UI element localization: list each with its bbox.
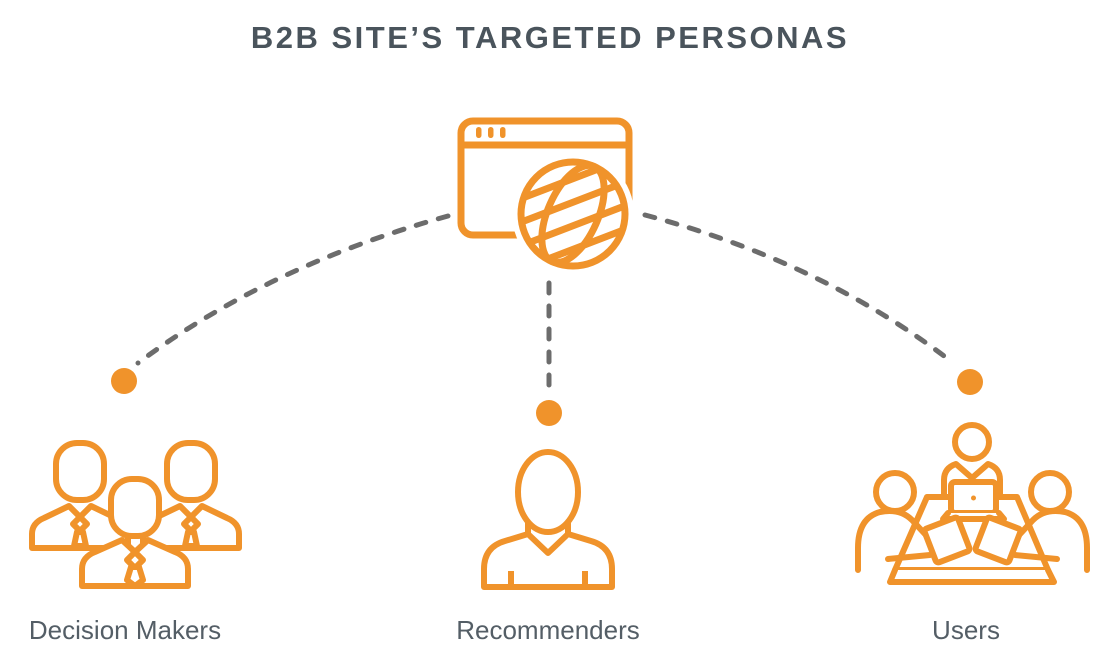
- globe-icon: [517, 158, 629, 270]
- page-title: B2B SITE’S TARGETED PERSONAS: [250, 20, 850, 55]
- businessman-front: [79, 476, 191, 589]
- user-left: [855, 470, 973, 573]
- person-bust-icon: [478, 448, 618, 590]
- laptop-icon: [940, 479, 1007, 522]
- website-browser-globe-icon: [450, 110, 640, 280]
- tablet-left-icon: [921, 514, 973, 566]
- chest-lines: [508, 571, 588, 587]
- persona-label-recommenders: Recommenders: [456, 615, 640, 645]
- business-team-icon: [25, 438, 250, 598]
- connector-left: [135, 213, 451, 366]
- user-right: [972, 470, 1090, 573]
- browser-dots: [476, 127, 506, 138]
- tablet-right-icon: [972, 514, 1024, 566]
- shoulders: [481, 531, 615, 590]
- businessman-back-left: [29, 440, 131, 551]
- connector-dot-left: [111, 368, 137, 394]
- persona-label-users: Users: [932, 615, 1000, 645]
- team-around-table-icon: [850, 418, 1090, 600]
- connector-dot-center: [536, 400, 562, 426]
- connector-dot-right: [957, 369, 983, 395]
- connector-right: [642, 212, 955, 365]
- persona-label-decision-makers: Decision Makers: [28, 615, 222, 645]
- head: [515, 449, 581, 535]
